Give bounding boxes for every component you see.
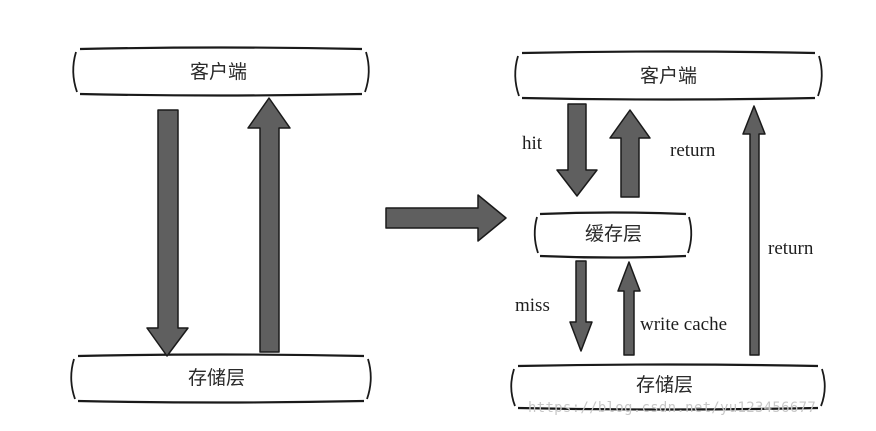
direct-return-arrow [742,105,766,356]
left-client-label: 客户端 [190,61,248,83]
right-storage-box [510,363,826,411]
miss-arrow [569,260,593,352]
left-client-box [72,46,370,97]
right-storage-label: 存储层 [636,374,694,396]
write-cache-arrow [617,261,641,356]
watermark: https://blog.csdn.net/yu123456677 [528,400,817,416]
right-client-box [514,50,823,101]
transition-arrow [385,194,507,242]
right-cache-label: 缓存层 [585,223,643,245]
hit-arrow [556,103,598,197]
left-return-arrow [247,97,291,353]
direct-return-label: return [768,238,814,259]
write-cache-label: write cache [640,314,728,335]
right-client-label: 客户端 [640,65,698,87]
hit-label: hit [522,133,543,154]
right-cache-box [533,211,693,259]
miss-label: miss [515,295,550,316]
cache-return-label: return [670,140,716,161]
cache-return-arrow [609,109,651,198]
left-storage-box [70,353,372,404]
left-request-arrow [146,109,189,357]
left-storage-label: 存储层 [188,367,246,389]
